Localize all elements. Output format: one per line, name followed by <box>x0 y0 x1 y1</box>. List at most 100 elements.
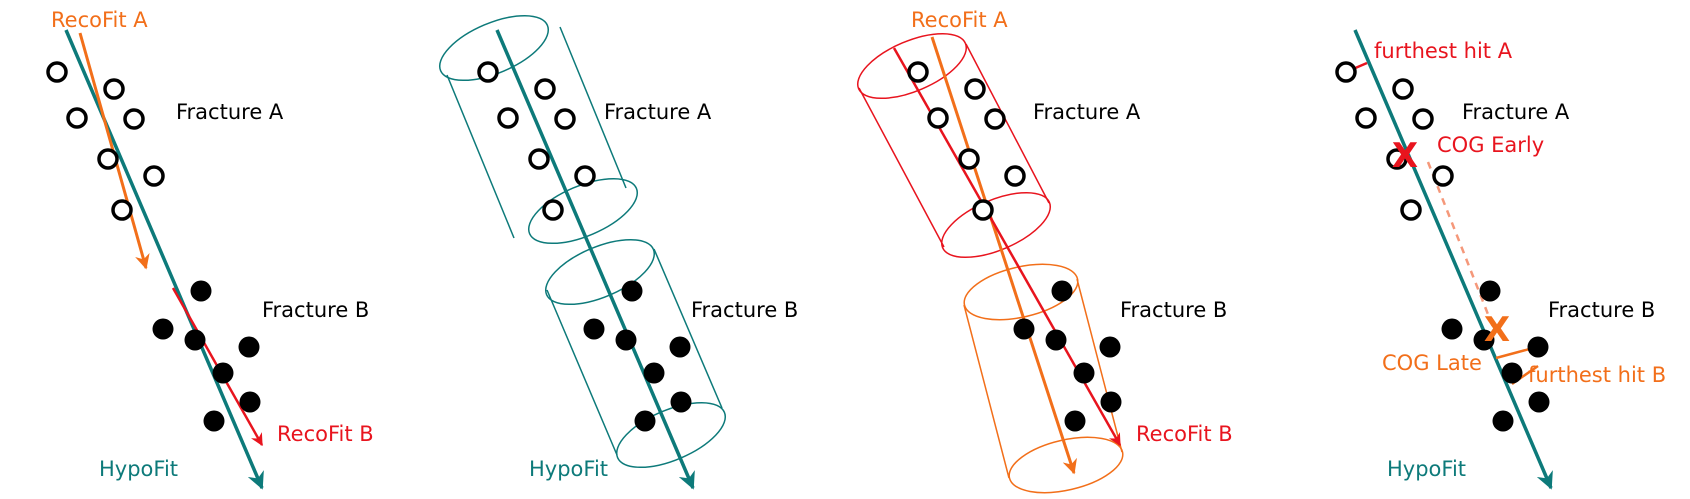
hollow-hit <box>1412 108 1434 130</box>
cog-connection-dashed <box>1426 161 1495 328</box>
hypofit-label: HypoFit <box>99 457 178 481</box>
fracture-b-label: Fracture B <box>262 298 369 322</box>
filled-hit <box>203 410 225 432</box>
hollow-hit <box>103 78 125 100</box>
cog-early-label: COG Early <box>1437 133 1544 157</box>
hollow-hit <box>1400 199 1422 221</box>
panel-1: RecoFit A Fracture A Fracture B RecoFit … <box>46 8 374 490</box>
fracture-a-label: Fracture A <box>604 100 712 124</box>
fracture-b-hits <box>1441 280 1550 432</box>
hollow-hit <box>123 108 145 130</box>
fracture-b-label: Fracture B <box>1548 298 1655 322</box>
furthest-hit-b-label: furthest hit B <box>1528 363 1666 387</box>
fracture-a-hits <box>46 61 165 221</box>
hollow-hit <box>927 107 949 129</box>
filled-hit <box>643 362 665 384</box>
hypofit-label: HypoFit <box>529 457 608 481</box>
cylinder-bottom-ellipse <box>527 177 639 245</box>
cylinder-side <box>559 26 627 189</box>
furthest-hit-a-label: furthest hit A <box>1374 39 1513 63</box>
fracture-b-hits <box>152 280 261 432</box>
recofit-a-track <box>930 36 1077 475</box>
cylinder-side <box>965 43 1050 204</box>
filled-hit <box>1479 280 1501 302</box>
hollow-hit <box>1432 165 1454 187</box>
filled-hit <box>238 336 260 358</box>
filled-hit <box>1527 336 1549 358</box>
recofit-a-label: RecoFit A <box>911 8 1008 32</box>
fracture-b-label: Fracture B <box>691 298 798 322</box>
fracture-b-label: Fracture B <box>1120 298 1227 322</box>
filled-hit <box>152 318 174 340</box>
filled-hit <box>1100 391 1122 413</box>
filled-hit <box>1528 391 1550 413</box>
fracture-a-label: Fracture A <box>1462 100 1570 124</box>
hollow-hit <box>97 148 119 170</box>
hollow-hit <box>1386 148 1408 170</box>
hollow-hit <box>1335 61 1357 83</box>
hypofit-track <box>1353 29 1553 490</box>
filled-hit <box>1473 329 1495 351</box>
hollow-hit <box>972 199 994 221</box>
hollow-hit <box>528 148 550 170</box>
hollow-hit <box>143 165 165 187</box>
cog-late-label: COG Late <box>1382 351 1482 375</box>
cylinder-side <box>963 304 1010 479</box>
cylinder-fracture-b <box>963 263 1124 494</box>
panel-3: RecoFit A Fracture A Fracture B RecoFit … <box>856 8 1233 494</box>
hypofit-track <box>495 29 695 490</box>
filled-hit <box>615 329 637 351</box>
filled-hit <box>1492 410 1514 432</box>
filled-hit <box>1051 280 1073 302</box>
filled-hit <box>670 391 692 413</box>
cylinder-side <box>1076 278 1123 453</box>
filled-hit <box>1441 318 1463 340</box>
hollow-hit <box>46 61 68 83</box>
filled-hit <box>634 410 656 432</box>
recofit-b-label: RecoFit B <box>1136 422 1233 446</box>
filled-hit <box>239 391 261 413</box>
cylinder-fracture-a <box>856 32 1052 259</box>
hollow-hit <box>984 108 1006 130</box>
hollow-hit <box>1392 78 1414 100</box>
filled-hit <box>212 362 234 384</box>
filled-hit <box>669 336 691 358</box>
hollow-hit <box>907 61 929 83</box>
cylinder-side <box>446 74 515 239</box>
filled-hit <box>583 318 605 340</box>
hollow-hit <box>111 199 133 221</box>
cylinder-side <box>546 289 618 456</box>
hollow-hit <box>1004 165 1026 187</box>
fracture-a-hits <box>477 61 596 221</box>
hollow-hit <box>534 78 556 100</box>
filled-hit <box>1013 318 1035 340</box>
fracture-a-hits <box>907 61 1026 221</box>
hollow-hit <box>574 165 596 187</box>
filled-hit <box>1073 362 1095 384</box>
cog-early-cross-icon: X <box>1392 136 1418 176</box>
cylinder-top-ellipse <box>438 14 550 82</box>
filled-hit <box>1045 329 1067 351</box>
cylinder-side <box>653 248 723 409</box>
cylinder-bottom-ellipse <box>1008 436 1124 494</box>
hollow-hit <box>477 61 499 83</box>
hollow-hit <box>964 78 986 100</box>
recofit-a-label: RecoFit A <box>51 8 148 32</box>
fracture-a-label: Fracture A <box>176 100 284 124</box>
fracture-a-hits <box>1335 61 1454 221</box>
cylinder-side <box>858 87 945 248</box>
hollow-hit <box>66 107 88 129</box>
cylinder-fracture-a <box>438 14 639 245</box>
filled-hit <box>621 280 643 302</box>
panel-4: X X furthest hit A Fracture A COG Early … <box>1335 29 1666 490</box>
hypofit-track <box>64 29 264 490</box>
fracture-b-hits <box>583 280 692 432</box>
filled-hit <box>184 329 206 351</box>
hypofit-label: HypoFit <box>1387 457 1466 481</box>
hollow-hit <box>542 199 564 221</box>
recofit-b-label: RecoFit B <box>277 422 374 446</box>
filled-hit <box>1501 362 1523 384</box>
fracture-a-label: Fracture A <box>1033 100 1141 124</box>
hollow-hit <box>497 107 519 129</box>
